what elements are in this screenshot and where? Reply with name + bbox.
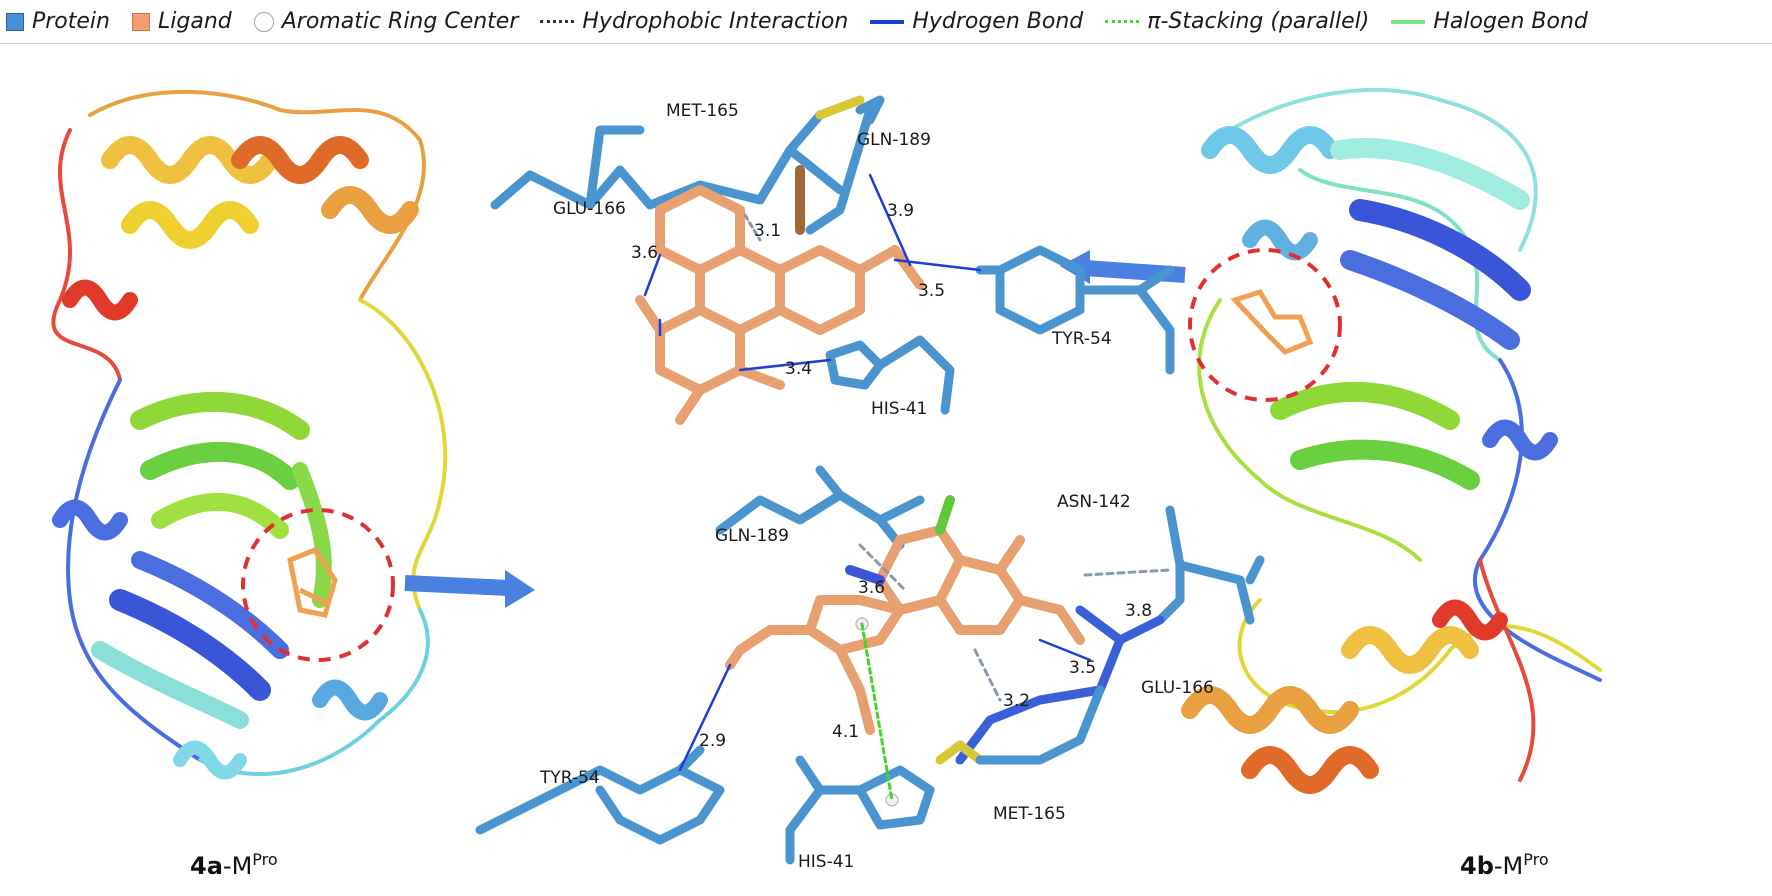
bottom-label-tyr54: TYR-54 [539,768,600,788]
bottom-label-met165: MET-165 [993,804,1066,824]
caption-4a-bold: 4a [190,852,223,880]
caption-4a-rest: -M [222,852,253,880]
legend-hbond: Hydrogen Bond [870,9,1083,34]
bottom-label-asn142: ASN-142 [1057,492,1131,512]
left-binding-site [241,508,395,662]
bottom-label-glu166: GLU-166 [1141,678,1214,698]
bottom-dist-3.5: 3.5 [1069,658,1096,678]
caption-4b-bold: 4b [1460,852,1494,880]
top-interaction-panel [490,95,1175,425]
dotted-line-icon [540,20,575,23]
legend-ring-label: Aromatic Ring Center [281,9,519,34]
caption-4a-mpro: 4a-MPro [190,850,278,880]
top-label-glu166: GLU-166 [553,199,626,219]
bottom-dist-2.9: 2.9 [699,731,726,751]
left-arrow-icon [404,570,535,608]
legend-hbond-label: Hydrogen Bond [912,9,1084,34]
caption-4b-rest: -M [1493,852,1524,880]
legend-halogen: Halogen Bond [1391,9,1588,34]
bottom-dist-4.1: 4.1 [832,722,859,742]
legend-halogen-label: Halogen Bond [1433,9,1588,34]
bottom-dist-3.8: 3.8 [1125,601,1152,621]
top-label-gln189: GLN-189 [857,130,931,150]
top-panel-labels: MET-165 GLN-189 GLU-166 3.1 3.9 3.6 3.5 … [553,101,1112,419]
legend-hydrophobic-label: Hydrophobic Interaction [582,9,849,34]
top-label-his41: HIS-41 [871,399,927,419]
bottom-dist-3.2: 3.2 [1003,691,1030,711]
protein-swatch-icon [6,12,24,31]
bottom-panel-labels: GLN-189 ASN-142 3.6 3.8 3.5 GLU-166 3.2 … [539,492,1214,872]
legend-ligand: Ligand [132,9,232,34]
ring-center-icon [253,11,274,32]
ligand-swatch-icon [132,12,150,31]
legend-protein: Protein [6,9,110,34]
top-dist-3.6: 3.6 [631,243,658,263]
legend-protein-label: Protein [32,9,110,34]
bottom-dist-3.6: 3.6 [858,578,885,598]
structure-figure: MET-165 GLN-189 GLU-166 3.1 3.9 3.6 3.5 … [51,88,1602,872]
legend-ligand-label: Ligand [158,9,232,34]
caption-4a-sup: Pro [252,850,278,869]
bottom-label-his41: HIS-41 [798,852,854,872]
green-dotted-line-icon [1105,20,1140,23]
top-dist-3.5: 3.5 [918,281,945,301]
legend: Protein Ligand Aromatic Ring Center Hydr… [0,0,1772,44]
solid-line-icon [870,19,905,24]
top-dist-3.1: 3.1 [754,221,781,241]
top-label-tyr54: TYR-54 [1051,329,1112,349]
caption-4b-sup: Pro [1523,850,1549,869]
legend-ring: Aromatic Ring Center [253,9,519,34]
bottom-interaction-panel [475,465,1265,865]
top-dist-3.4: 3.4 [785,359,812,379]
top-dist-3.9: 3.9 [887,201,914,221]
left-protein-cartoon [51,89,448,780]
legend-pi-label: π-Stacking (parallel) [1147,9,1370,34]
green-solid-line-icon [1391,19,1426,24]
top-label-met165: MET-165 [666,101,739,121]
right-protein-cartoon [1181,88,1602,794]
bottom-label-gln189: GLN-189 [715,526,789,546]
right-binding-site [1188,248,1342,402]
caption-4b-mpro: 4b-MPro [1460,850,1549,880]
legend-pi: π-Stacking (parallel) [1105,9,1369,34]
legend-hydrophobic: Hydrophobic Interaction [540,9,848,34]
